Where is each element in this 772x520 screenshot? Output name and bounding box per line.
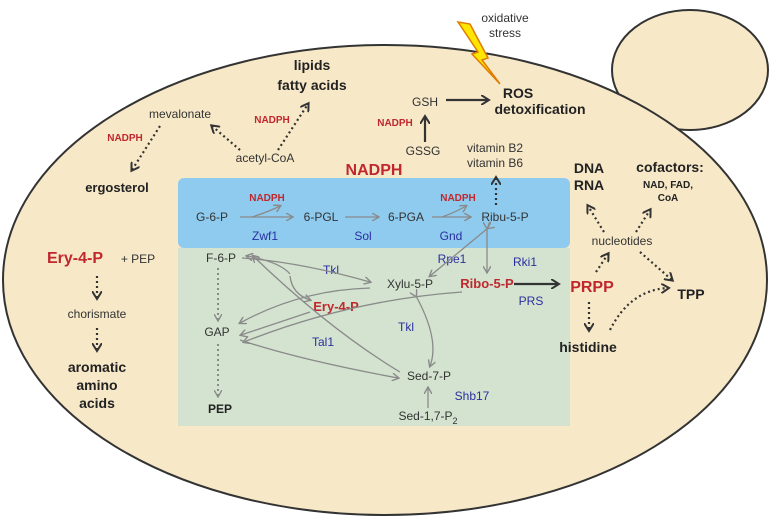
vitamin-b6-label: vitamin B6 [467, 156, 523, 170]
6pga-label: 6-PGA [388, 210, 424, 224]
arrow-acetyl-mevalonate [212, 126, 241, 151]
arrow-sed7p-f6p [253, 256, 401, 373]
arrow-gap-sed7p [239, 339, 398, 378]
cell-bud [611, 9, 769, 131]
f6p-label: F-6-P [206, 251, 236, 265]
nadph-center-label: NADPH [346, 162, 403, 179]
arrow-tkl-ery4p [289, 275, 310, 300]
gap-label: GAP [204, 325, 229, 339]
tkl1-label: Tkl [323, 263, 339, 277]
shb17-label: Shb17 [455, 389, 490, 403]
lipids-label: lipids [294, 57, 331, 73]
amino-label: amino [76, 377, 117, 393]
arrow-zwf1-nadph [251, 206, 280, 218]
cofactors-list-2: CoA [658, 193, 679, 204]
gssg-label: GSSG [406, 144, 441, 158]
vitamin-b2-label: vitamin B2 [467, 141, 523, 155]
nadph-ergosterol: NADPH [107, 133, 143, 144]
prpp-label: PRPP [570, 279, 614, 296]
detox-label: detoxification [494, 101, 585, 117]
dna-label: DNA [574, 160, 604, 176]
arrow-ribu-xylu [430, 228, 488, 276]
zwf1-label: Zwf1 [252, 229, 278, 243]
tal1-label: Tal1 [312, 335, 334, 349]
ery4p-left-label: Ery-4-P [47, 250, 103, 267]
lightning-icon [456, 20, 501, 85]
sed17p-label: Sed-1,7-P2 [398, 409, 457, 426]
arrow-acetyl-lipids [277, 104, 308, 151]
sed7p-label: Sed-7-P [407, 369, 451, 383]
nadph-zwf1: NADPH [249, 193, 285, 204]
acids-label: acids [79, 395, 115, 411]
acetyl-coa-label: acetyl-CoA [236, 151, 295, 165]
arrow-gnd-nadph [441, 206, 466, 218]
rki1-label: Rki1 [513, 255, 537, 269]
6pgl-label: 6-PGL [304, 210, 339, 224]
fatty-acids-label: fatty acids [277, 77, 346, 93]
sol-label: Sol [354, 229, 371, 243]
aromatic-label: aromatic [68, 359, 127, 375]
arrow-mevalonate-ergosterol [132, 125, 161, 170]
stress-label: stress [489, 26, 521, 40]
oxidative-label: oxidative [481, 11, 529, 25]
non-oxidative-box [178, 248, 570, 426]
cofactors-label: cofactors: [636, 159, 704, 175]
pep-center-label: PEP [208, 402, 232, 416]
arrow-nucleotides-dna [588, 206, 605, 233]
rpe1-label: Rpe1 [438, 252, 467, 266]
tkl2-label: Tkl [398, 320, 414, 334]
nadph-gnd: NADPH [440, 193, 476, 204]
arrow-nucleotides-cofactors [635, 210, 650, 233]
arrow-xylu-sed7p [416, 296, 433, 366]
g6p-label: G-6-P [196, 210, 228, 224]
ergosterol-label: ergosterol [85, 180, 149, 195]
arrow-prpp-nucleotides [595, 254, 608, 273]
gnd-label: Gnd [440, 229, 463, 243]
nadph-mevalonate: NADPH [254, 115, 290, 126]
mevalonate-label: mevalonate [149, 107, 211, 121]
ribu5p-label: Ribu-5-P [481, 210, 528, 224]
ribo5p-label: Ribo-5-P [460, 276, 514, 291]
arrow-ery4p-gap [241, 311, 311, 335]
nucleotides-label: nucleotides [592, 234, 653, 248]
arrow-nucleotides-tpp [639, 251, 672, 280]
arrow-xylu-gap [240, 287, 371, 323]
ery4p-center-label: Ery-4-P [313, 299, 359, 314]
chorismate-label: chorismate [68, 307, 127, 321]
rna-label: RNA [574, 177, 604, 193]
histidine-label: histidine [559, 339, 617, 355]
ros-label: ROS [503, 85, 533, 101]
gsh-label: GSH [412, 95, 438, 109]
prs-label: PRS [519, 294, 544, 308]
xylu5p-label: Xylu-5-P [387, 277, 433, 291]
tpp-label: TPP [677, 286, 704, 302]
plus-pep-label: + PEP [121, 252, 155, 266]
cofactors-list-1: NAD, FAD, [643, 180, 693, 191]
nadph-gsh: NADPH [377, 118, 413, 129]
